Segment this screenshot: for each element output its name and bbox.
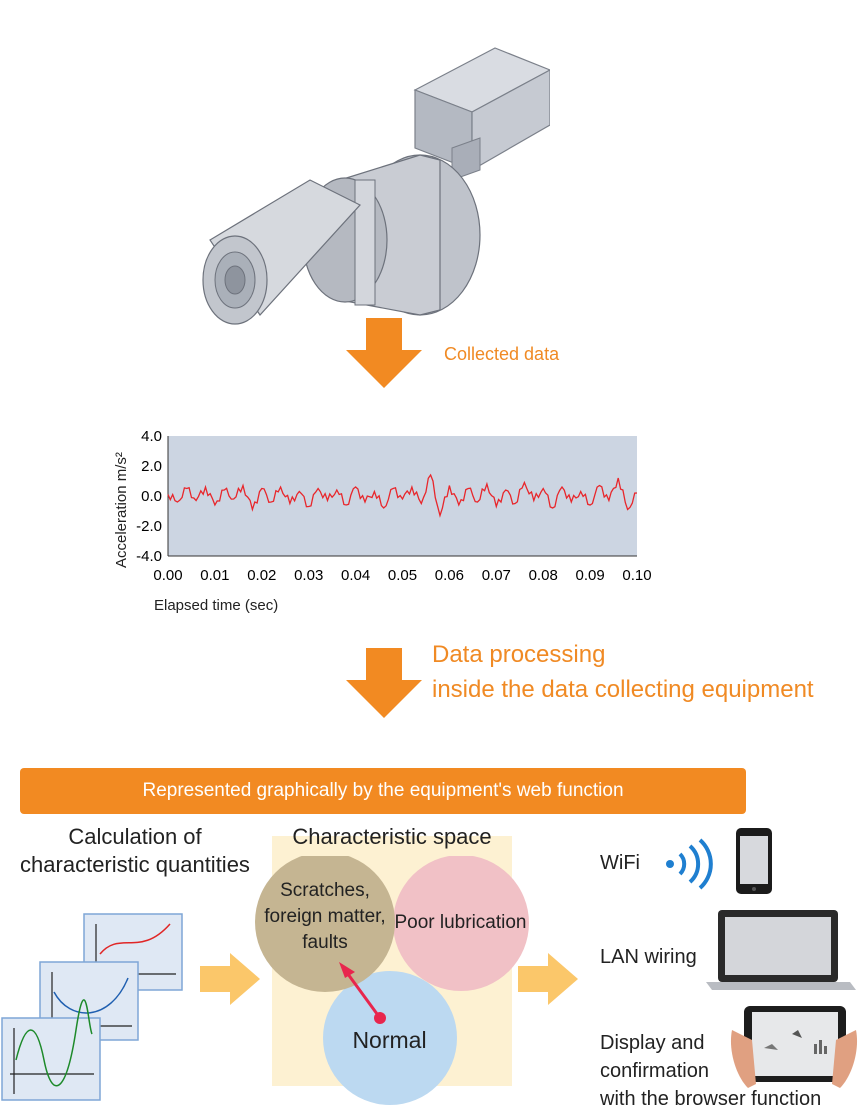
down-arrow-icon [346,318,422,388]
normal-label: Normal [352,1027,427,1053]
x-tick-label: 0.05 [388,567,417,584]
web-function-banner: Represented graphically by the equipment… [20,768,746,814]
right-arrow-icon [200,953,260,1005]
processing-label-line2: inside the data collecting equipment [432,676,814,703]
processing-label-line1: Data processing [432,641,606,668]
fault-label-line1: Scratches, [280,880,370,901]
x-tick-label: 0.00 [153,567,182,584]
x-tick-label: 0.06 [435,567,464,584]
x-tick-label: 0.04 [341,567,370,584]
collected-data-label: Collected data [444,344,560,364]
display-label-line2: confirmation [600,1060,709,1082]
y-tick-label: 2.0 [141,458,162,475]
fault-cluster [255,856,395,992]
fault-label-line2: foreign matter, [264,906,386,927]
calculation-title-line2: characteristic quantities [20,852,250,877]
down-arrow-icon [346,648,422,718]
calculation-title-line1: Calculation of [68,824,202,849]
x-tick-label: 0.10 [622,567,651,584]
y-tick-label: 0.0 [141,488,162,505]
y-tick-label: 4.0 [141,428,162,445]
spindle-machine-illustration [202,47,550,325]
normal-cluster [323,971,457,1105]
x-tick-label: 0.08 [529,567,558,584]
acceleration-chart: 4.0 2.0 0.0 -2.0 -4.0 0.00 0.01 0.02 0.03 0.04 0.… [113,428,652,614]
tablet-in-hands-icon [730,1006,858,1088]
poor-lubrication-label: Poor lubrication [394,912,527,933]
x-tick-label: 0.07 [482,567,511,584]
normal-point [374,1012,386,1024]
x-axis-label: Elapsed time (sec) [154,597,278,614]
right-arrow-icon [518,953,578,1005]
wifi-label: WiFi [600,852,640,874]
characteristic-graphs-icon [1,913,183,1101]
poor-lubrication-cluster [393,856,529,991]
x-tick-label: 0.02 [247,567,276,584]
wifi-signal-icon [666,838,713,890]
display-label-line3: with the browser function [600,1088,822,1110]
x-tick-label: 0.09 [575,567,604,584]
display-label-line1: Display and [600,1032,705,1054]
y-tick-label: -4.0 [136,548,162,565]
characteristic-space-diagram [255,856,529,1105]
smartphone-icon [736,828,772,894]
fault-label-line3: faults [302,932,348,953]
signal-series-line [167,473,638,518]
characteristic-space-title: Characteristic space [292,824,492,849]
y-axis-label: Acceleration m/s² [113,452,130,568]
lan-wiring-label: LAN wiring [600,946,697,968]
y-tick-label: -2.0 [136,518,162,535]
x-tick-label: 0.01 [200,567,229,584]
laptop-icon [706,910,856,990]
x-tick-label: 0.03 [294,567,323,584]
